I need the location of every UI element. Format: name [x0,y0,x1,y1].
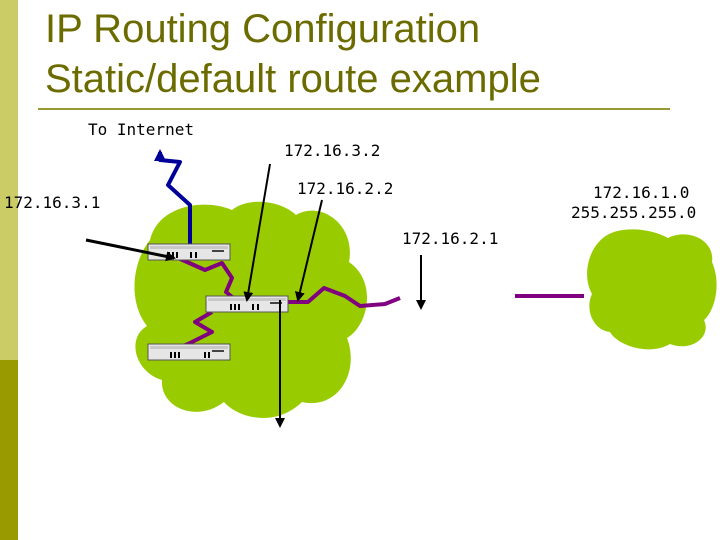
label-ip-172-16-2-2: 172.16.2.2 [297,179,394,198]
arrow-172-16-2-2 [295,199,323,302]
network-cloud-right [587,229,717,350]
sidebar-accent-top [0,0,18,360]
label-ip-172-16-2-1: 172.16.2.1 [402,229,499,248]
serial-link-top [177,256,238,302]
arrow-172-16-3-1 [85,238,176,262]
label-ip-172-16-3-1: 172.16.3.1 [4,193,101,212]
serial-link-right [284,286,401,308]
router-top [147,243,231,261]
label-to-internet: To Internet [88,120,194,139]
sidebar-accent-bottom [0,360,18,540]
label-ip-172-16-3-2: 172.16.3.2 [284,141,381,160]
arrow-172-16-3-2 [243,163,271,302]
router-bottom [147,343,231,361]
label-subnet-mask: 255.255.255.0 [571,203,697,222]
label-network-172-16-1-0: 172.16.1.0 [593,183,690,202]
title-line-1: IP Routing Configuration [45,7,481,51]
title-line-2: Static/default route example [45,57,541,101]
internet-uplink [154,149,192,245]
title-divider [38,108,670,110]
